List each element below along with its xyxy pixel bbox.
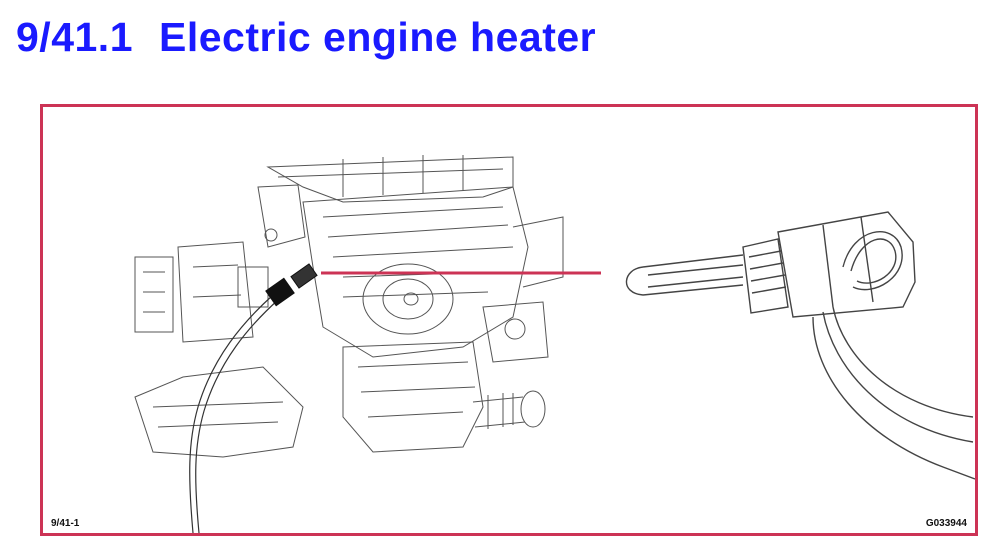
- heater-cable: [189, 294, 280, 533]
- figure-reference-left: 9/41-1: [51, 518, 80, 529]
- heater-plug-connector: [265, 263, 318, 307]
- figure-illustration: [134, 155, 975, 533]
- figure-reference-right: G033944: [925, 518, 967, 529]
- heater-element-illustration: [625, 211, 975, 480]
- figure-frame: 9/41-1 G033944: [40, 104, 978, 536]
- section-title: Electric engine heater: [159, 14, 597, 60]
- page-title: 9/41.1 Electric engine heater: [16, 14, 596, 61]
- engine-illustration: [134, 155, 564, 458]
- section-number: 9/41.1: [16, 14, 133, 60]
